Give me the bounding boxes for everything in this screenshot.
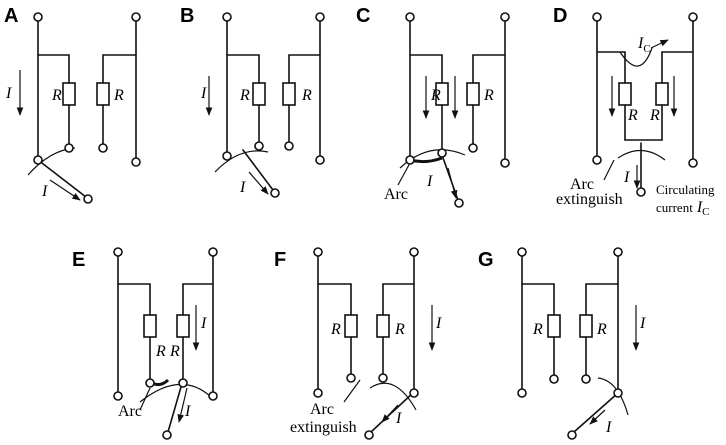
resistor-label: R	[532, 321, 543, 338]
resistor-label: R	[430, 87, 441, 104]
resistor-f1	[344, 314, 358, 338]
resistor-label: R	[169, 343, 180, 360]
resistor-e2	[176, 314, 190, 338]
resistor-label: R	[51, 87, 62, 104]
extinguish-label-d: extinguish	[556, 191, 623, 208]
panel-f: F R R I I Arc extinguish	[274, 247, 442, 440]
resistor-a1	[62, 82, 76, 106]
circulating-label-d: IC	[637, 35, 651, 55]
resistor-label: R	[394, 321, 405, 338]
resistor-b2	[282, 82, 296, 106]
panel-label-c: C	[356, 5, 370, 27]
arc-label-f: Arc	[310, 401, 334, 418]
arc-label-c: Arc	[384, 186, 408, 203]
current-label-g: I	[639, 315, 646, 332]
circulating-path-d	[619, 47, 653, 67]
panel-label-d: D	[553, 5, 567, 27]
resistor-e1	[143, 314, 157, 338]
panel-d: D IC R R I Arc extinguish Circulating cu…	[553, 5, 715, 218]
current-label-c: I	[426, 173, 433, 190]
resistor-label: R	[627, 107, 638, 124]
resistor-label: R	[113, 87, 124, 104]
resistor-d2	[655, 82, 669, 106]
arc-label-d: Arc	[570, 176, 594, 193]
extinguish-label-f: extinguish	[290, 419, 357, 436]
current-label: I	[605, 419, 612, 436]
panel-label-b: B	[180, 5, 194, 27]
current-label: I	[184, 403, 191, 420]
resistor-f2	[376, 314, 390, 338]
panel-label-g: G	[478, 249, 494, 271]
panel-g: G R R I I	[478, 247, 646, 440]
resistor-a2	[96, 82, 110, 106]
resistor-label: R	[155, 343, 166, 360]
current-label: I	[395, 410, 402, 427]
panel-label-e: E	[72, 249, 85, 271]
resistor-label: R	[301, 87, 312, 104]
resistor-label: R	[239, 87, 250, 104]
arc-flash-c	[409, 156, 443, 164]
current-label-f: I	[435, 315, 442, 332]
current-label-a: I	[5, 85, 12, 102]
resistor-g1	[547, 314, 561, 338]
panel-a: A I R R I	[4, 5, 141, 204]
resistor-b1	[252, 82, 266, 106]
resistor-label: R	[649, 107, 660, 124]
resistor-label: R	[483, 87, 494, 104]
panel-b: B I R R I	[180, 5, 325, 198]
resistor-c2	[466, 82, 480, 106]
current-label-d: I	[623, 169, 630, 186]
panel-c: C R R I Arc	[356, 5, 510, 208]
current-label-e: I	[200, 315, 207, 332]
circulating-text-d: Circulating	[656, 182, 715, 197]
current-label-b: I	[200, 85, 207, 102]
panel-e: E R R I I Arc	[72, 247, 218, 440]
resistor-label: R	[596, 321, 607, 338]
current-label: I	[41, 183, 48, 200]
resistor-label: R	[330, 321, 341, 338]
arc-label-e: Arc	[118, 403, 142, 420]
resistor-d1	[618, 82, 632, 106]
panel-label-f: F	[274, 249, 286, 271]
resistor-g2	[579, 314, 593, 338]
panel-label-a: A	[4, 5, 18, 27]
current-label: I	[239, 179, 246, 196]
